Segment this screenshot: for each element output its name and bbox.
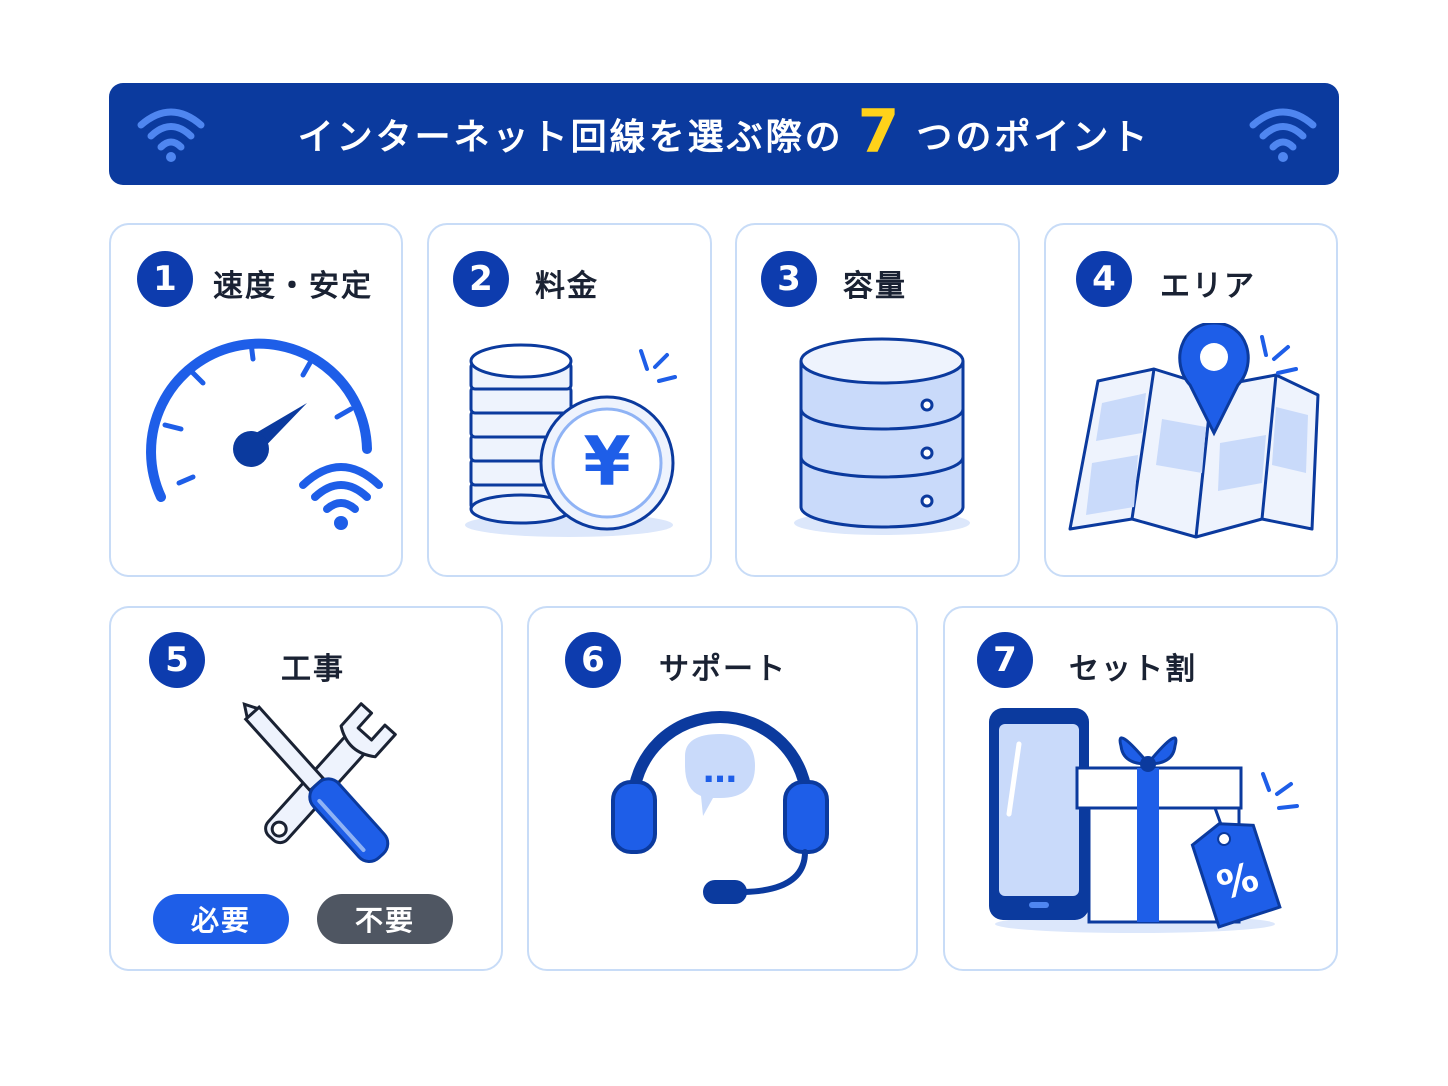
point-number-badge: 7 [977,632,1033,688]
point-card-construction: 5 工事 必要 不要 [109,606,503,971]
page-title: インターネット回線を選ぶ際の 7 つのポイント [109,83,1339,185]
speedometer-icon [146,338,383,530]
point-label: 料金 [535,269,599,304]
headset-icon: … [611,711,829,904]
title-banner: インターネット回線を選ぶ際の 7 つのポイント [109,83,1339,185]
point-label: 容量 [843,269,907,304]
point-number-badge: 2 [453,251,509,307]
point-number-badge: 3 [761,251,817,307]
point-card-area: 4 エリア [1044,223,1338,577]
point-label: サポート [659,652,787,687]
title-number: 7 [857,97,903,167]
point-card-price: 2 料金 ¥ [427,223,712,577]
wifi-icon [1249,108,1317,162]
point-label: 速度・安定 [213,269,373,304]
yen-coins-icon: ¥ [465,343,677,537]
tools-icon [242,702,397,863]
point-label: 工事 [281,652,345,687]
point-card-support: 6 サポート … [527,606,918,971]
wifi-icon [137,108,205,162]
chat-bubble-dots: … [703,751,737,791]
point-number-badge: 6 [565,632,621,688]
phone-gift-icon: % [989,708,1299,933]
yen-symbol: ¥ [583,423,630,502]
point-card-bundle-discount: 7 セット割 % [943,606,1338,971]
construction-not-required-pill: 不要 [317,894,453,944]
point-card-speed: 1 速度・安定 [109,223,403,577]
map-pin-icon [1068,323,1320,539]
title-suffix: つのポイント [916,117,1151,158]
point-label: セット割 [1069,652,1197,687]
construction-required-pill: 必要 [153,894,289,944]
title-prefix: インターネット回線を選ぶ際の [297,117,844,158]
point-card-capacity: 3 容量 [735,223,1020,577]
point-number-badge: 1 [137,251,193,307]
point-number-badge: 5 [149,632,205,688]
point-label: エリア [1160,269,1256,304]
point-number-badge: 4 [1076,251,1132,307]
database-icon [794,337,970,535]
